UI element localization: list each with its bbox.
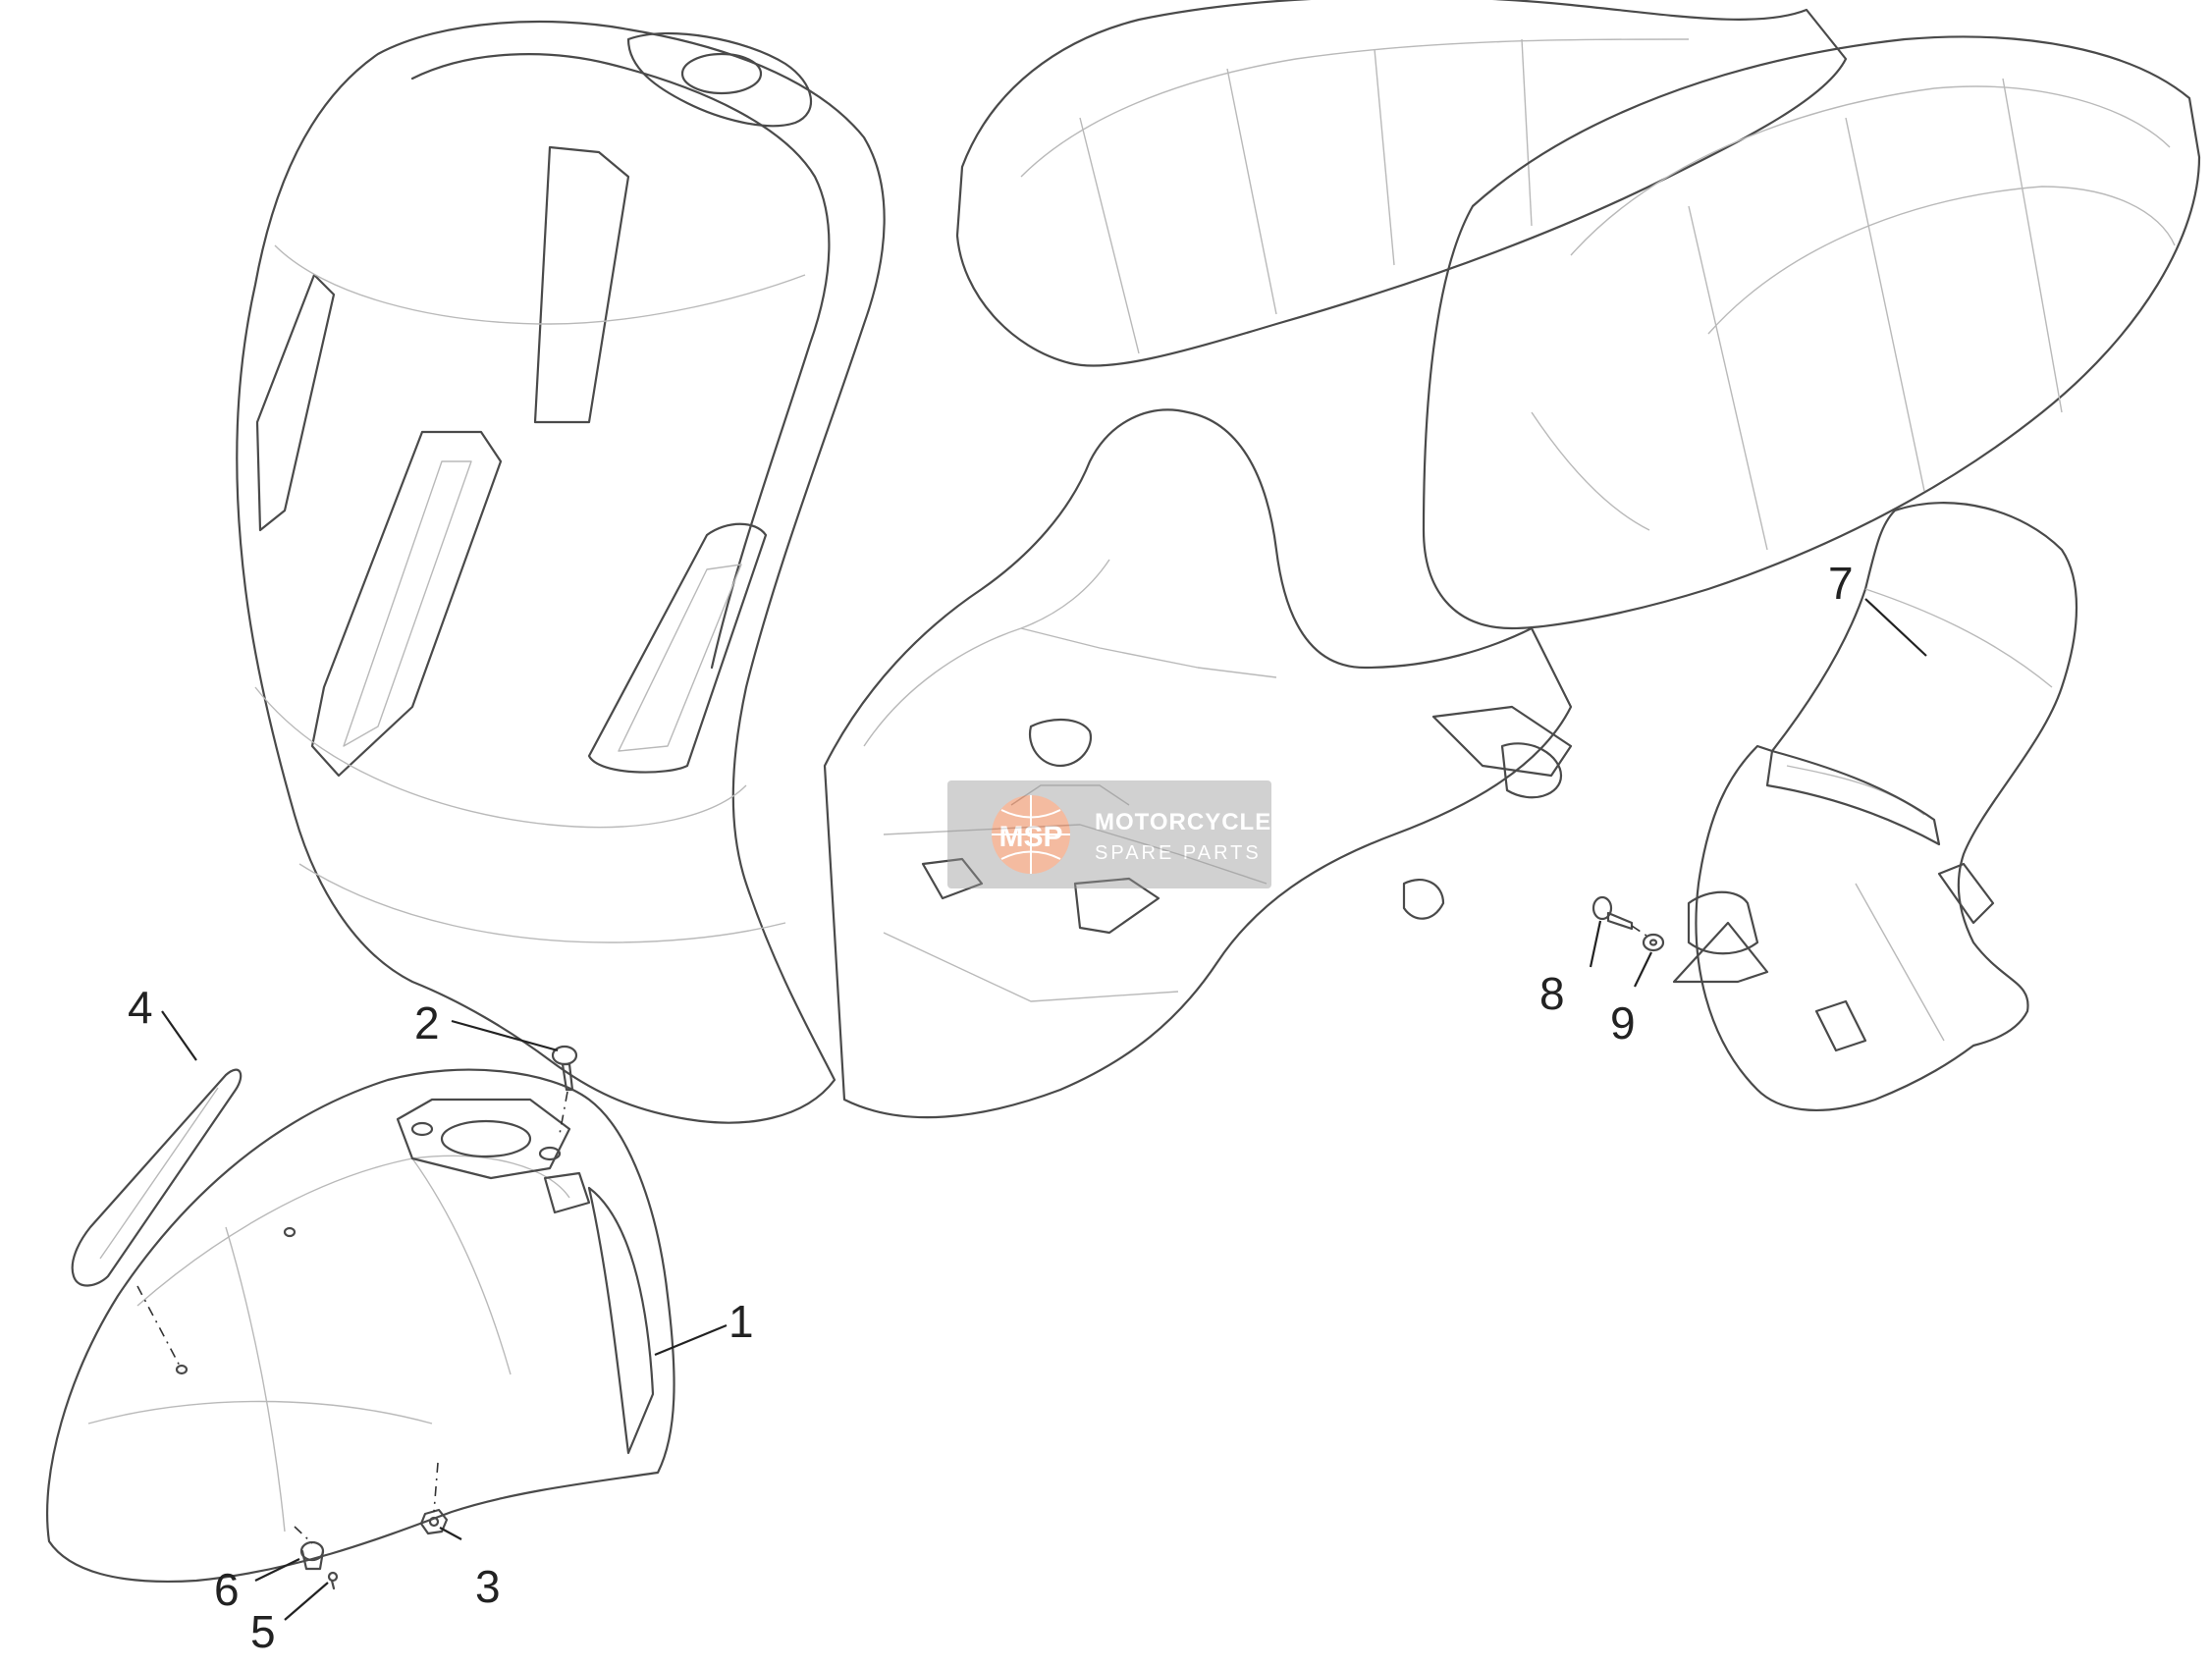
watermark: MSP MOTORCYCLE SPARE PARTS <box>947 780 1271 888</box>
scooter-body-outline <box>236 0 2201 1124</box>
callout-labels: 1 2 3 4 5 6 7 8 9 <box>128 558 1854 1657</box>
callout-5: 5 <box>250 1606 276 1657</box>
part-5-screw <box>327 1571 339 1590</box>
leader-lines <box>161 598 1927 1621</box>
part-7-rear-mudguard <box>1672 502 2078 1111</box>
part-8-screw <box>1592 895 1634 931</box>
part-3-nut <box>419 1508 449 1535</box>
watermark-title: MOTORCYCLE <box>1095 809 1271 835</box>
callout-8: 8 <box>1539 968 1565 1019</box>
callout-7: 7 <box>1828 558 1854 609</box>
callout-4: 4 <box>128 982 153 1033</box>
part-4-emblem <box>71 1068 243 1287</box>
callout-6: 6 <box>214 1564 240 1615</box>
part-1-front-mudguard <box>45 1068 675 1584</box>
watermark-globe-icon <box>992 795 1070 874</box>
callout-9: 9 <box>1610 997 1636 1049</box>
callout-1: 1 <box>728 1296 754 1347</box>
watermark-subtitle: SPARE PARTS <box>1095 842 1262 864</box>
part-9-washer <box>1642 933 1665 952</box>
assembly-lines <box>136 925 1650 1544</box>
watermark-logo: MSP <box>998 821 1062 853</box>
part-6-clip <box>299 1540 325 1571</box>
part-2-screw <box>551 1045 578 1092</box>
callout-2: 2 <box>414 997 440 1049</box>
callout-3: 3 <box>475 1561 501 1612</box>
